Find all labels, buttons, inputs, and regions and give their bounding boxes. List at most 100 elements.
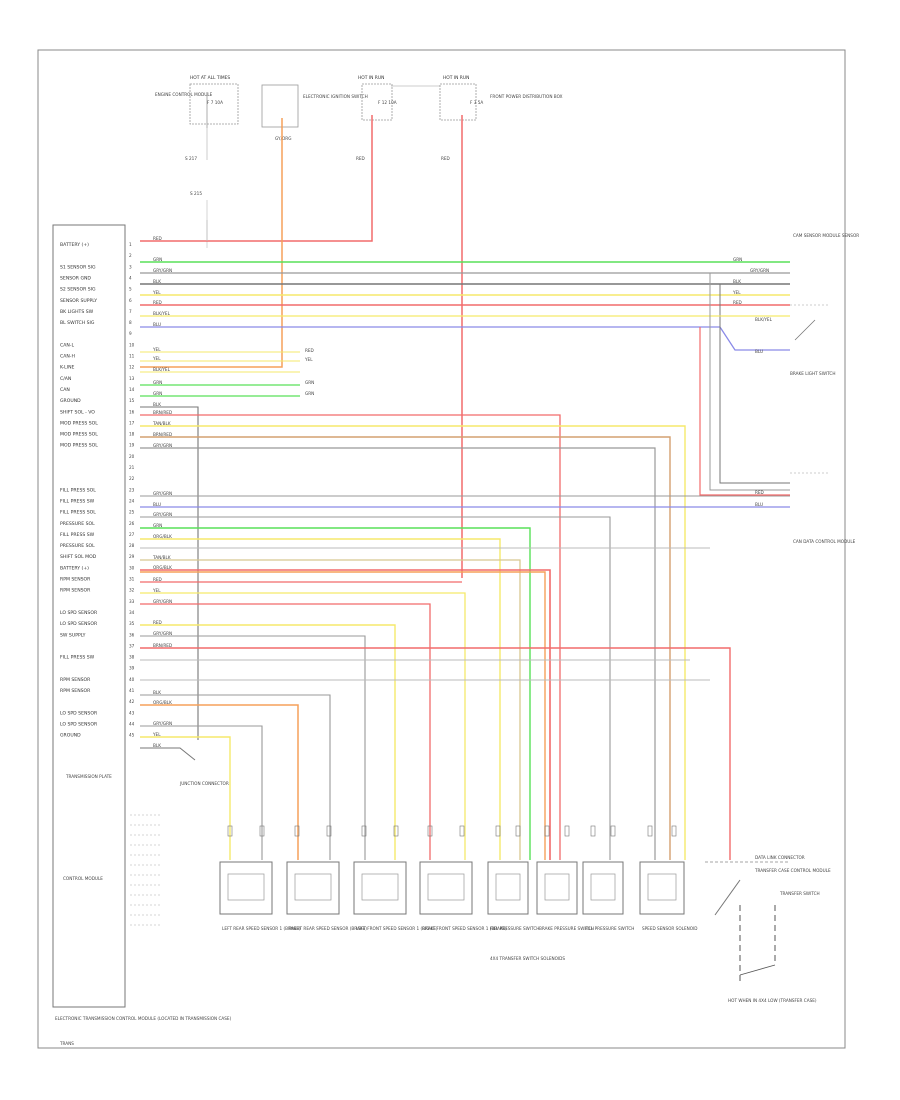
wire-color-label: GRN: [153, 523, 162, 528]
pin-label: LO SPD SENSOR: [60, 721, 98, 727]
pin-number: 20: [129, 454, 135, 459]
pin-label: FILL PRESS SW: [60, 498, 95, 504]
connector-pin: [294, 825, 300, 837]
pin-number: 37: [129, 643, 135, 648]
transfer-module-label: TRANSFER CASE CONTROL MODULE: [754, 868, 831, 873]
cam-sensor-desc: CAM SENSOR MODULE SENSOR: [793, 233, 859, 238]
connector-pin: [459, 825, 465, 837]
component-inner: [294, 873, 332, 901]
pin-number: 19: [129, 443, 135, 448]
pin-number: 43: [129, 710, 135, 715]
component-label: BRAKE PRESSURE SWITCH: [539, 926, 594, 931]
module-outline: [52, 224, 126, 1008]
component-label: LEFT FRONT SPEED SENSOR 1 (BRAKE): [356, 926, 438, 931]
pin-number: 44: [129, 721, 135, 726]
bottom-left-tag: TRANS: [59, 1041, 74, 1046]
wire-color-label: RED: [733, 300, 742, 305]
pin-label: MOD PRESS SOL: [60, 420, 98, 426]
connector-pin: [647, 825, 653, 837]
wire-color-label: YEL: [152, 347, 161, 352]
pin-number: 45: [129, 733, 135, 738]
brake-wire-a: BLK/YEL: [755, 317, 773, 322]
pin-label: FILL PRESS SW: [60, 655, 95, 661]
component-label: SPEED SENSOR SOLENOID: [642, 926, 697, 931]
wire-color-label: BLK/YEL: [153, 367, 171, 372]
transfer-ground: TRANSFER SWITCH HOT WHEN IN 4X4 LOW (TRA…: [728, 891, 820, 1003]
component-box: [419, 861, 473, 915]
mod-press-wire-3: [140, 447, 656, 860]
pin-label: BK LIGHTS SW: [60, 309, 94, 315]
pin-number: 18: [129, 432, 135, 437]
pin-label: C/AN: [60, 376, 71, 382]
solenoid-group-label: 4X4 TRANSFER SWITCH SOLENOIDS: [490, 956, 565, 961]
control-module-inner-label: CONTROL MODULE: [63, 876, 103, 881]
pressure-sol-wire-1: [140, 527, 531, 860]
pin-label: PRESSURE SOL: [60, 543, 95, 549]
connector-pin: [393, 825, 399, 837]
diagram-frame: [37, 49, 846, 1049]
fuse1-label: F 7 10A: [207, 100, 223, 105]
can-module-wire-3: [699, 327, 790, 496]
component-inner: [544, 873, 570, 901]
pin-label: RPM SENSOR: [60, 677, 91, 683]
wire-color-label: YEL: [152, 732, 161, 737]
pin-number: 27: [129, 532, 135, 537]
pin-label: S1 SENSOR SIG: [60, 264, 96, 270]
connector-pin: [515, 825, 521, 837]
pin-label: MOD PRESS SOL: [60, 432, 98, 438]
wire-color-label: GRY/GRN: [153, 268, 172, 273]
component-inner: [227, 873, 265, 901]
wire-color-label: BLK: [153, 402, 161, 407]
pin-number: 13: [129, 376, 135, 381]
transfer-wire-join: [739, 964, 776, 976]
fuse1-desc: ENGINE CONTROL MODULE: [155, 92, 213, 97]
connector-pin: [259, 825, 265, 837]
pin-label: BL SWITCH SIG: [60, 320, 95, 326]
pin-label: BATTERY (+): [60, 565, 89, 571]
ground-wire: [140, 406, 199, 740]
battery-feed-wire: [140, 115, 373, 242]
splice-label-2: S 215: [190, 191, 202, 196]
left-junction-label: JUNCTION CONNECTOR: [179, 781, 229, 786]
component-inner: [495, 873, 521, 901]
ignition-wire-label: GY/ORG: [275, 136, 291, 141]
shift-sol-mod-wire: [140, 569, 551, 860]
wire-color-label: GRN: [153, 391, 162, 396]
pin-number: 16: [129, 409, 135, 414]
fuse-group-1: HOT AT ALL TIMES ENGINE CONTROL MODULE F…: [155, 75, 239, 248]
lo-spd-wire-4: [140, 736, 231, 860]
wire-color-label: BLU: [153, 502, 161, 507]
wire-color-label: GRN: [305, 380, 314, 385]
fuse4-label: F 3 5A: [470, 100, 483, 105]
pin-label: GROUND: [60, 733, 81, 739]
component-box: [536, 861, 578, 915]
can-module-wire: [709, 273, 790, 491]
wire-color-label: BLK: [153, 743, 161, 748]
pin-number: 40: [129, 677, 135, 682]
pin-number: 41: [129, 688, 135, 693]
connector-pin: [427, 825, 433, 837]
wire-color-label: TAN/BLK: [152, 421, 171, 426]
pin-label: S2 SENSOR SIG: [60, 287, 96, 293]
rpm-sensor-wire-2: [140, 603, 431, 860]
pin-label: FILL PRESS SW: [60, 532, 95, 538]
wire-color-label: GRN: [153, 380, 162, 385]
wire-color-labels: REDGRNGRY/GRNBLKYELREDBLK/YELBLUYELYELBL…: [152, 236, 769, 748]
mod-press-wire-2: [140, 436, 671, 860]
connector-pin: [590, 825, 596, 837]
pin-number: 25: [129, 510, 135, 515]
component-inner: [590, 873, 616, 901]
pin-label: RPM SENSOR: [60, 688, 91, 694]
wire-color-label: BLK: [153, 690, 161, 695]
pin-label: CAN: [60, 387, 70, 393]
shift-sol-mod-wire-2: [140, 571, 546, 860]
pin-number: 5: [129, 287, 132, 292]
pressure-sol-wire-3: [140, 559, 521, 860]
wire-color-label: GRY/GRN: [153, 443, 172, 448]
pin-number: 7: [129, 309, 132, 314]
fuse-group-3: HOT IN RUN F 12 10A RED: [356, 75, 397, 161]
brake-switch-wire: [140, 326, 790, 351]
pin-number: 22: [129, 476, 135, 481]
